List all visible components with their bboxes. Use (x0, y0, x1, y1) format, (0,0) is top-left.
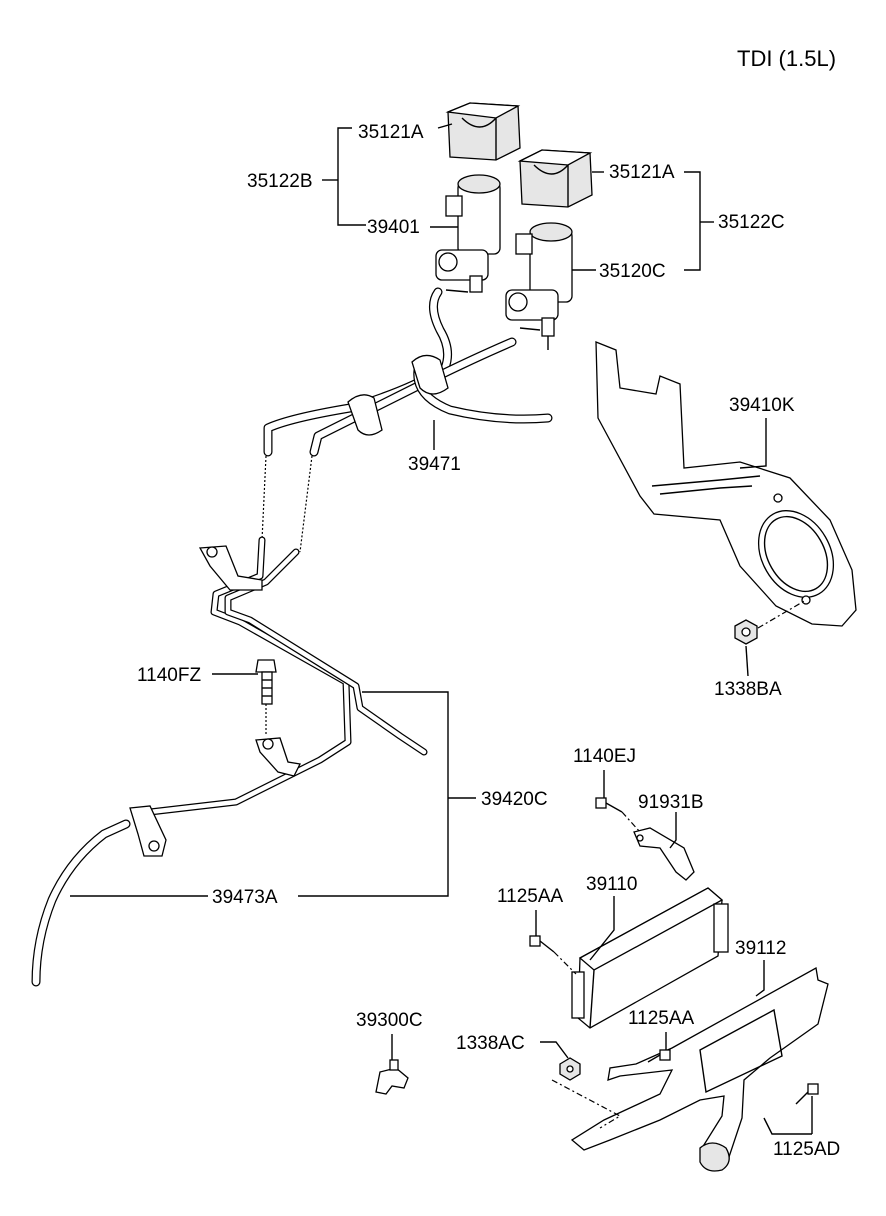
ecu-39110[interactable] (571, 887, 729, 1029)
label-39112: 39112 (735, 938, 786, 959)
leader-lines (70, 123, 813, 1135)
label-39110: 39110 (586, 874, 637, 895)
screw-1125AA-right[interactable] (647, 1049, 671, 1063)
label-39410K: 39410K (729, 395, 795, 416)
solenoid-valve-35120C[interactable] (505, 222, 573, 350)
label-39473A: 39473A (212, 887, 278, 908)
bracket-39410K[interactable] (595, 341, 857, 627)
label-1338BA: 1338BA (714, 679, 782, 700)
screw-1125AA-left[interactable] (529, 935, 555, 953)
rubber-mount-left[interactable] (445, 102, 521, 161)
screw-1140EJ[interactable] (595, 797, 623, 813)
label-39300C: 39300C (356, 1010, 423, 1031)
screw-1125AD[interactable] (795, 1083, 819, 1105)
label-39471: 39471 (408, 454, 461, 475)
label-39420C: 39420C (481, 789, 548, 810)
pipe-bracket-lower[interactable] (129, 805, 167, 857)
label-1125AD: 1125AD (773, 1139, 840, 1160)
pipe-bracket-upper[interactable] (198, 545, 263, 591)
variant-title: TDI (1.5L) (737, 46, 836, 71)
bolt-1140FZ[interactable] (255, 659, 277, 705)
pipe-bracket-middle[interactable] (255, 737, 301, 777)
label-35120C: 35120C (599, 261, 666, 282)
solenoid-valve-39401[interactable] (435, 174, 501, 293)
label-91931B: 91931B (638, 792, 704, 813)
label-1338AC: 1338AC (456, 1033, 525, 1054)
label-35121A-left: 35121A (358, 122, 424, 143)
bracket-91931B[interactable] (633, 827, 695, 881)
bracket-39112[interactable] (570, 966, 829, 1172)
sensor-39300C[interactable] (375, 1059, 409, 1095)
label-1140FZ: 1140FZ (137, 665, 201, 686)
label-35122B: 35122B (247, 171, 313, 192)
label-35122C: 35122C (718, 212, 785, 233)
nut-1338BA[interactable] (734, 619, 758, 645)
nut-1338AC[interactable] (559, 1057, 581, 1081)
label-35121A-right: 35121A (609, 162, 675, 183)
label-1125AA-right: 1125AA (628, 1008, 695, 1029)
vacuum-hose-39473A[interactable] (31, 819, 131, 987)
hose-clamp-39471[interactable] (347, 354, 449, 436)
label-1140EJ: 1140EJ (573, 746, 636, 767)
rubber-mount-right[interactable] (517, 149, 593, 208)
label-1125AA-left: 1125AA (497, 886, 564, 907)
label-39401: 39401 (367, 217, 420, 238)
